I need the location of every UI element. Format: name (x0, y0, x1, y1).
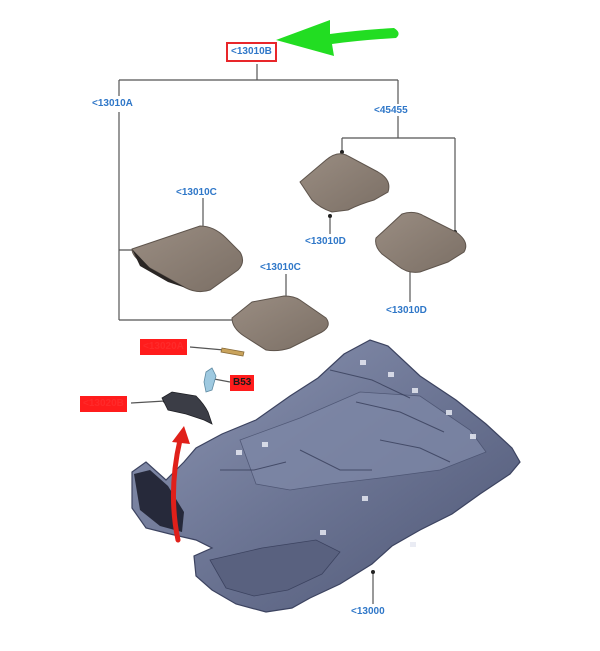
label-mat-front-left[interactable]: <13010C (176, 187, 217, 198)
red-arrow-head-icon (172, 426, 190, 444)
floor-carpet-clips (236, 360, 476, 547)
label-root[interactable]: <13010B (226, 42, 277, 62)
floor-mat-front-right (299, 153, 390, 213)
label-floor-carpet[interactable]: <13000 (351, 606, 385, 617)
part-13020b-panel (161, 391, 213, 425)
floor-carpet-rear-well (209, 539, 341, 597)
green-arrow-icon (276, 20, 399, 56)
floor-mat-front-left (131, 225, 244, 293)
part-13020a-strip (220, 347, 245, 357)
label-right-group[interactable]: <45455 (374, 105, 408, 116)
floor-carpet-tunnel (239, 391, 487, 491)
label-mat-front-right[interactable]: <13010D (305, 236, 346, 247)
floor-carpet-dark-panel (134, 470, 184, 532)
label-part-13020a[interactable]: <13020A (140, 339, 187, 355)
label-part-b53[interactable]: B53 (230, 375, 255, 391)
floor-mat-rear-left (231, 295, 329, 352)
label-mat-rear-left[interactable]: <13010C (260, 262, 301, 273)
part-b53-fastener (203, 367, 217, 393)
label-mat-rear-right[interactable]: <13010D (386, 305, 427, 316)
red-arrow-icon (170, 437, 183, 543)
floor-carpet-details (220, 369, 451, 471)
label-left-group[interactable]: <13010A (92, 98, 133, 109)
floor-mat-rear-right (375, 211, 467, 273)
tree-connectors (118, 64, 456, 604)
label-part-13020b[interactable]: <13020B (80, 396, 127, 412)
